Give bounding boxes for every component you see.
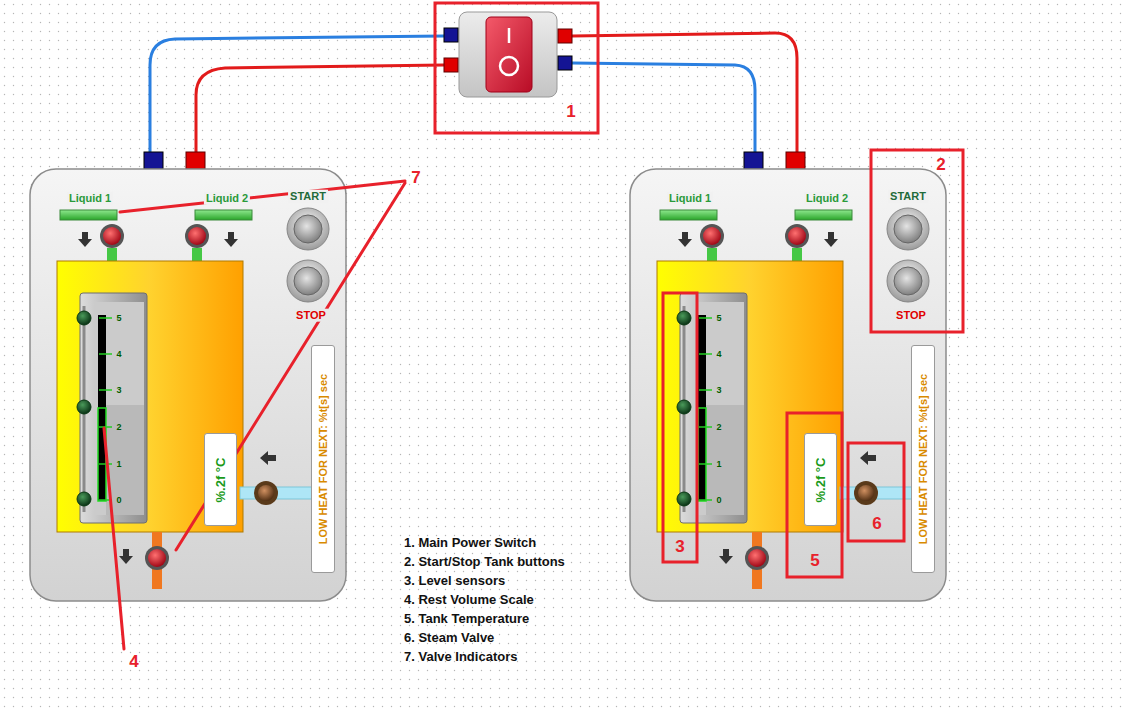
callout-box [663, 293, 697, 562]
terminal [558, 56, 572, 70]
temperature-value: %.2f °C [813, 457, 828, 502]
temperature-display: %.2f °C [204, 433, 237, 526]
scale-number: 3 [116, 385, 121, 395]
callout-number: 7 [411, 168, 420, 188]
level-scale: 5 4 3 2 1 0 [680, 293, 747, 523]
legend-note: 6. Steam Valve [404, 631, 494, 646]
liquid-label: Liquid 1 [667, 192, 713, 205]
liquid-label: Liquid 1 [67, 192, 113, 205]
switch-housing [459, 12, 557, 97]
scale-number: 4 [116, 349, 121, 359]
on-mark [508, 28, 511, 43]
timer-text: LOW HEAT FOR NEXT: %t[s] sec [317, 374, 330, 544]
scale-number: 0 [716, 495, 721, 505]
terminal [444, 28, 458, 42]
scale-number: 5 [716, 313, 721, 323]
terminal [444, 58, 458, 72]
tank-panel: Liquid 1 Liquid 2 START STOP 5 4 3 2 1 0 %.2f °C LO… [30, 169, 346, 601]
terminal [558, 29, 572, 43]
legend-note: 7. Valve Indicators [404, 650, 517, 665]
tank-illustration [30, 152, 346, 601]
scale-number: 1 [716, 459, 721, 469]
tank-illustration [630, 152, 946, 601]
legend-note: 2. Start/Stop Tank buttons [404, 555, 565, 570]
liquid-label: Liquid 2 [804, 192, 850, 205]
leader-line [104, 428, 124, 649]
scale-number: 5 [116, 313, 121, 323]
callout-number: 4 [129, 652, 138, 672]
leader-lines [104, 181, 405, 649]
wire [196, 65, 444, 152]
legend-note: 3. Level sensors [404, 574, 505, 589]
level-scale: 5 4 3 2 1 0 [80, 293, 147, 523]
callout-number: 5 [810, 551, 819, 571]
callout-box [871, 150, 963, 332]
leader-line [176, 183, 405, 550]
callout-box [787, 413, 842, 577]
rocker-switch [486, 17, 532, 92]
tank-panel: Liquid 1 Liquid 2 START STOP 5 4 3 2 1 0 %.2f °C LO… [630, 169, 946, 601]
legend-note: 5. Tank Temperature [404, 612, 529, 627]
wire [150, 36, 444, 152]
callout-number: 1 [566, 102, 575, 122]
leader-line [120, 181, 405, 212]
scale-number: 2 [716, 422, 721, 432]
callout-boxes [435, 3, 963, 577]
callout-number: 6 [872, 514, 881, 534]
button-label: START [888, 190, 928, 203]
temperature-value: %.2f °C [213, 457, 228, 502]
scale-number: 2 [116, 422, 121, 432]
button-label: STOP [294, 309, 328, 322]
callout-number: 2 [936, 155, 945, 175]
button-label: STOP [894, 309, 928, 322]
callout-box [848, 443, 904, 541]
legend-note: 4. Rest Volume Scale [404, 593, 534, 608]
scale-number: 0 [116, 495, 121, 505]
liquid-label: Liquid 2 [204, 192, 250, 205]
off-mark [500, 57, 518, 75]
temperature-display: %.2f °C [804, 433, 837, 526]
timer-display: LOW HEAT FOR NEXT: %t[s] sec [911, 345, 935, 573]
wire [572, 33, 797, 152]
scale-number: 3 [716, 385, 721, 395]
scale-number: 4 [716, 349, 721, 359]
legend-note: 1. Main Power Switch [404, 536, 536, 551]
scale-number: 1 [116, 459, 121, 469]
button-label: START [288, 190, 328, 203]
timer-display: LOW HEAT FOR NEXT: %t[s] sec [311, 345, 335, 573]
callout-number: 3 [675, 537, 684, 557]
callout-box [435, 3, 598, 133]
timer-text: LOW HEAT FOR NEXT: %t[s] sec [917, 374, 930, 544]
